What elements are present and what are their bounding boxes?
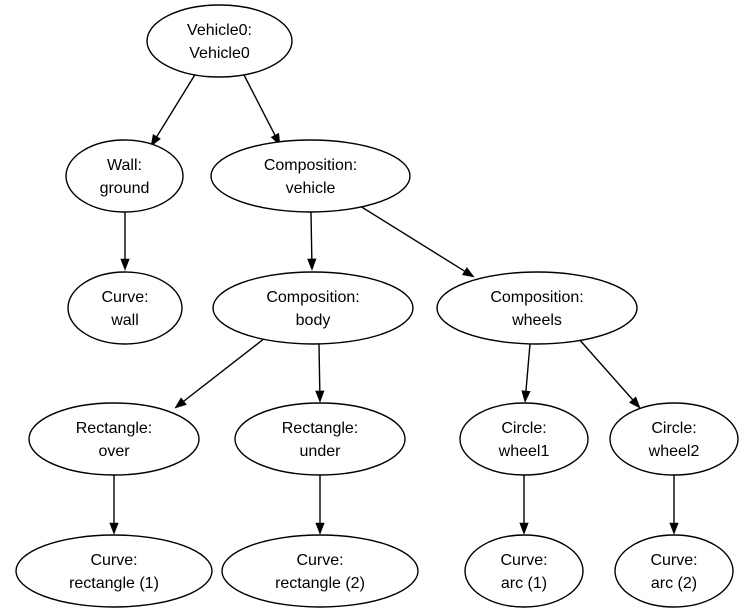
node-ellipse[interactable] xyxy=(459,402,589,476)
edge-arrowhead xyxy=(461,267,475,278)
edge-arrowhead xyxy=(174,397,187,409)
edge-arrowhead xyxy=(519,522,529,535)
graph-edge xyxy=(359,205,475,278)
graph-edge xyxy=(174,337,266,409)
graph-node-rectangle-over[interactable]: Rectangle: over xyxy=(28,402,200,476)
node-ellipse[interactable] xyxy=(146,4,293,78)
node-label-line2: vehicle xyxy=(286,180,336,197)
edge-arrowhead xyxy=(669,522,679,535)
node-ellipse[interactable] xyxy=(67,271,183,345)
node-label-line2: arc (2) xyxy=(651,575,697,592)
graph-edge xyxy=(521,343,531,403)
node-label-line1: Composition: xyxy=(266,289,359,306)
edge-line xyxy=(525,343,531,392)
node-ellipse[interactable] xyxy=(28,402,200,476)
node-label-line1: Circle: xyxy=(651,420,696,437)
graph-edge xyxy=(315,475,325,535)
node-label-line2: over xyxy=(98,443,130,460)
graph-edge xyxy=(120,212,130,271)
edge-arrowhead xyxy=(120,258,130,271)
node-ellipse[interactable] xyxy=(464,534,584,608)
node-label-line2: wheel2 xyxy=(648,443,700,460)
graph-edge xyxy=(150,72,197,147)
node-ellipse[interactable] xyxy=(210,139,411,213)
node-label-line2: Vehicle0 xyxy=(189,45,250,62)
node-label-line1: Curve: xyxy=(500,552,547,569)
edge-line xyxy=(156,72,197,138)
graph-edge xyxy=(307,211,317,271)
graph-edge xyxy=(577,337,641,409)
node-label-line2: ground xyxy=(100,180,150,197)
node-label-line1: Composition: xyxy=(490,289,583,306)
node-ellipse[interactable] xyxy=(234,402,406,476)
edge-arrowhead xyxy=(315,522,325,535)
graph-node-curve-arc-2[interactable]: Curve: arc (2) xyxy=(614,534,734,608)
edge-line xyxy=(183,337,266,402)
graph-node-composition-wheels[interactable]: Composition: wheels xyxy=(436,271,638,345)
node-label-line2: under xyxy=(300,443,342,460)
node-label-line1: Composition: xyxy=(264,157,357,174)
edge-arrowhead xyxy=(629,396,641,409)
node-label-line2: wheels xyxy=(511,312,562,329)
graph-edge xyxy=(315,343,325,403)
nodes-layer: Vehicle0:Vehicle0Wall:groundComposition:… xyxy=(15,4,739,608)
graph-node-curve-rectangle-1[interactable]: Curve: rectangle (1) xyxy=(15,534,213,608)
node-ellipse[interactable] xyxy=(15,534,213,608)
node-label-line2: wheel1 xyxy=(498,443,550,460)
graph-node-composition-vehicle[interactable]: Composition: vehicle xyxy=(210,139,411,213)
graph-node-circle-wheel1[interactable]: Circle: wheel1 xyxy=(459,402,589,476)
node-label-line1: Curve: xyxy=(296,552,343,569)
node-label-line1: Rectangle: xyxy=(282,420,359,437)
edge-arrowhead xyxy=(315,390,325,403)
edge-line xyxy=(242,72,276,136)
graph-edge xyxy=(242,72,281,146)
graph-node-vehicle0[interactable]: Vehicle0: Vehicle0 xyxy=(146,4,293,78)
graph-edge xyxy=(669,475,679,535)
edge-arrowhead xyxy=(521,390,531,403)
node-ellipse[interactable] xyxy=(65,139,184,213)
graph-node-curve-arc-1[interactable]: Curve: arc (1) xyxy=(464,534,584,608)
edge-line xyxy=(310,211,313,260)
graph-node-rectangle-under[interactable]: Rectangle: under xyxy=(234,402,406,476)
edge-arrowhead xyxy=(307,258,317,271)
edge-line xyxy=(359,205,466,272)
node-label-line1: Curve: xyxy=(101,289,148,306)
graph-node-composition-body[interactable]: Composition: body xyxy=(212,271,414,345)
node-ellipse[interactable] xyxy=(221,534,419,608)
node-label-line1: Curve: xyxy=(90,552,137,569)
graph-node-wall-ground[interactable]: Wall: ground xyxy=(65,139,184,213)
node-label-line2: body xyxy=(296,312,331,329)
edge-arrowhead xyxy=(150,133,161,147)
graph-edge xyxy=(519,475,529,535)
graph-node-curve-wall[interactable]: Curve: wall xyxy=(67,271,183,345)
node-ellipse[interactable] xyxy=(614,534,734,608)
node-label-line2: rectangle (2) xyxy=(275,575,365,592)
node-label-line2: rectangle (1) xyxy=(69,575,159,592)
graph-node-circle-wheel2[interactable]: Circle: wheel2 xyxy=(609,402,739,476)
node-label-line2: arc (1) xyxy=(501,575,547,592)
node-ellipse[interactable] xyxy=(436,271,638,345)
edge-line xyxy=(318,343,321,392)
edge-line xyxy=(577,337,634,401)
node-ellipse[interactable] xyxy=(212,271,414,345)
node-ellipse[interactable] xyxy=(609,402,739,476)
graph-edge xyxy=(109,475,119,535)
node-label-line1: Wall: xyxy=(107,157,142,174)
node-label-line1: Curve: xyxy=(650,552,697,569)
edge-arrowhead xyxy=(109,522,119,535)
node-label-line2: wall xyxy=(110,312,139,329)
node-label-line1: Circle: xyxy=(501,420,546,437)
node-label-line1: Rectangle: xyxy=(76,420,153,437)
node-label-line1: Vehicle0: xyxy=(187,22,252,39)
graph-node-curve-rectangle-2[interactable]: Curve: rectangle (2) xyxy=(221,534,419,608)
